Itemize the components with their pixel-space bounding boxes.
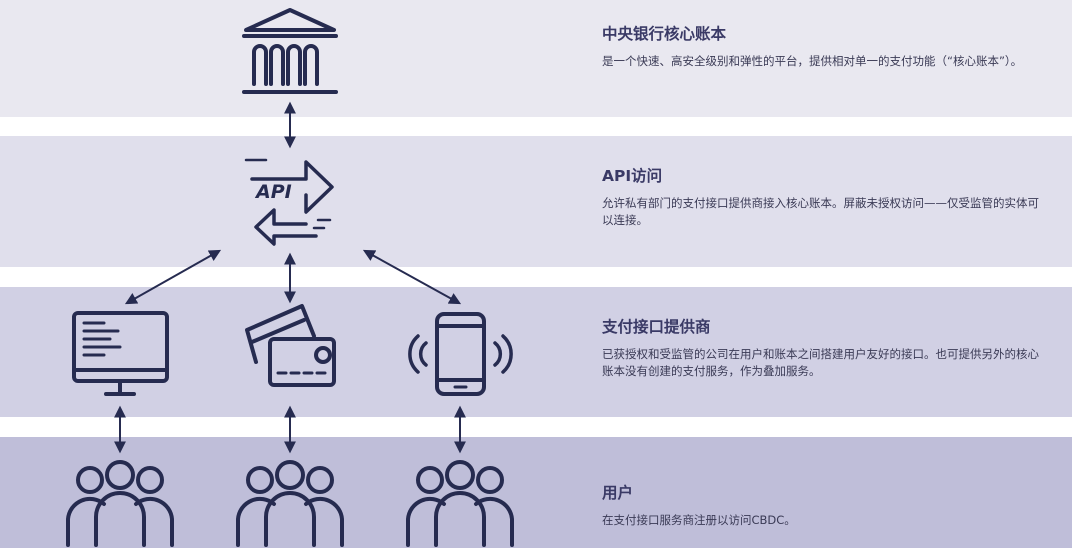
section-title: API访问 bbox=[602, 167, 663, 185]
user-group-icon bbox=[406, 460, 514, 547]
section-users: 用户 在支付接口服务商注册以访问CBDC。 bbox=[602, 481, 1042, 529]
section-title: 用户 bbox=[602, 484, 634, 502]
connector-api-computer bbox=[124, 249, 222, 305]
user-group-icon bbox=[236, 460, 344, 547]
mobile-phone-icon bbox=[408, 312, 513, 396]
section-description: 已获授权和受监管的公司在用户和账本之间搭建用户友好的接口。也可提供另外的核心账本… bbox=[602, 347, 1039, 378]
section-description: 允许私有部门的支付接口提供商接入核心账本。屏蔽未授权访问——仅受监管的实体可以连… bbox=[602, 196, 1039, 227]
section-title: 中央银行核心账本 bbox=[602, 25, 727, 43]
payment-cards-icon bbox=[245, 304, 336, 387]
computer-monitor-icon bbox=[72, 311, 169, 396]
band-users bbox=[0, 437, 1072, 548]
band-central-ledger bbox=[0, 0, 1072, 117]
section-central-ledger: 中央银行核心账本 是一个快速、高安全级别和弹性的平台，提供相对单一的支付功能（“… bbox=[602, 22, 1042, 70]
section-description: 在支付接口服务商注册以访问CBDC。 bbox=[602, 513, 796, 527]
section-payment-providers: 支付接口提供商 已获授权和受监管的公司在用户和账本之间搭建用户友好的接口。也可提… bbox=[602, 315, 1042, 380]
bank-icon bbox=[242, 8, 338, 94]
section-description: 是一个快速、高安全级别和弹性的平台，提供相对单一的支付功能（“核心账本”）。 bbox=[602, 54, 1023, 68]
band-payment-providers bbox=[0, 287, 1072, 417]
section-title: 支付接口提供商 bbox=[602, 318, 711, 336]
api-icon-label: API bbox=[254, 181, 292, 203]
user-group-icon bbox=[66, 460, 174, 547]
api-exchange-icon bbox=[244, 158, 334, 246]
connector-api-phone bbox=[362, 249, 462, 305]
band-api-access bbox=[0, 136, 1072, 267]
section-api-access: API访问 允许私有部门的支付接口提供商接入核心账本。屏蔽未授权访问——仅受监管… bbox=[602, 164, 1042, 229]
